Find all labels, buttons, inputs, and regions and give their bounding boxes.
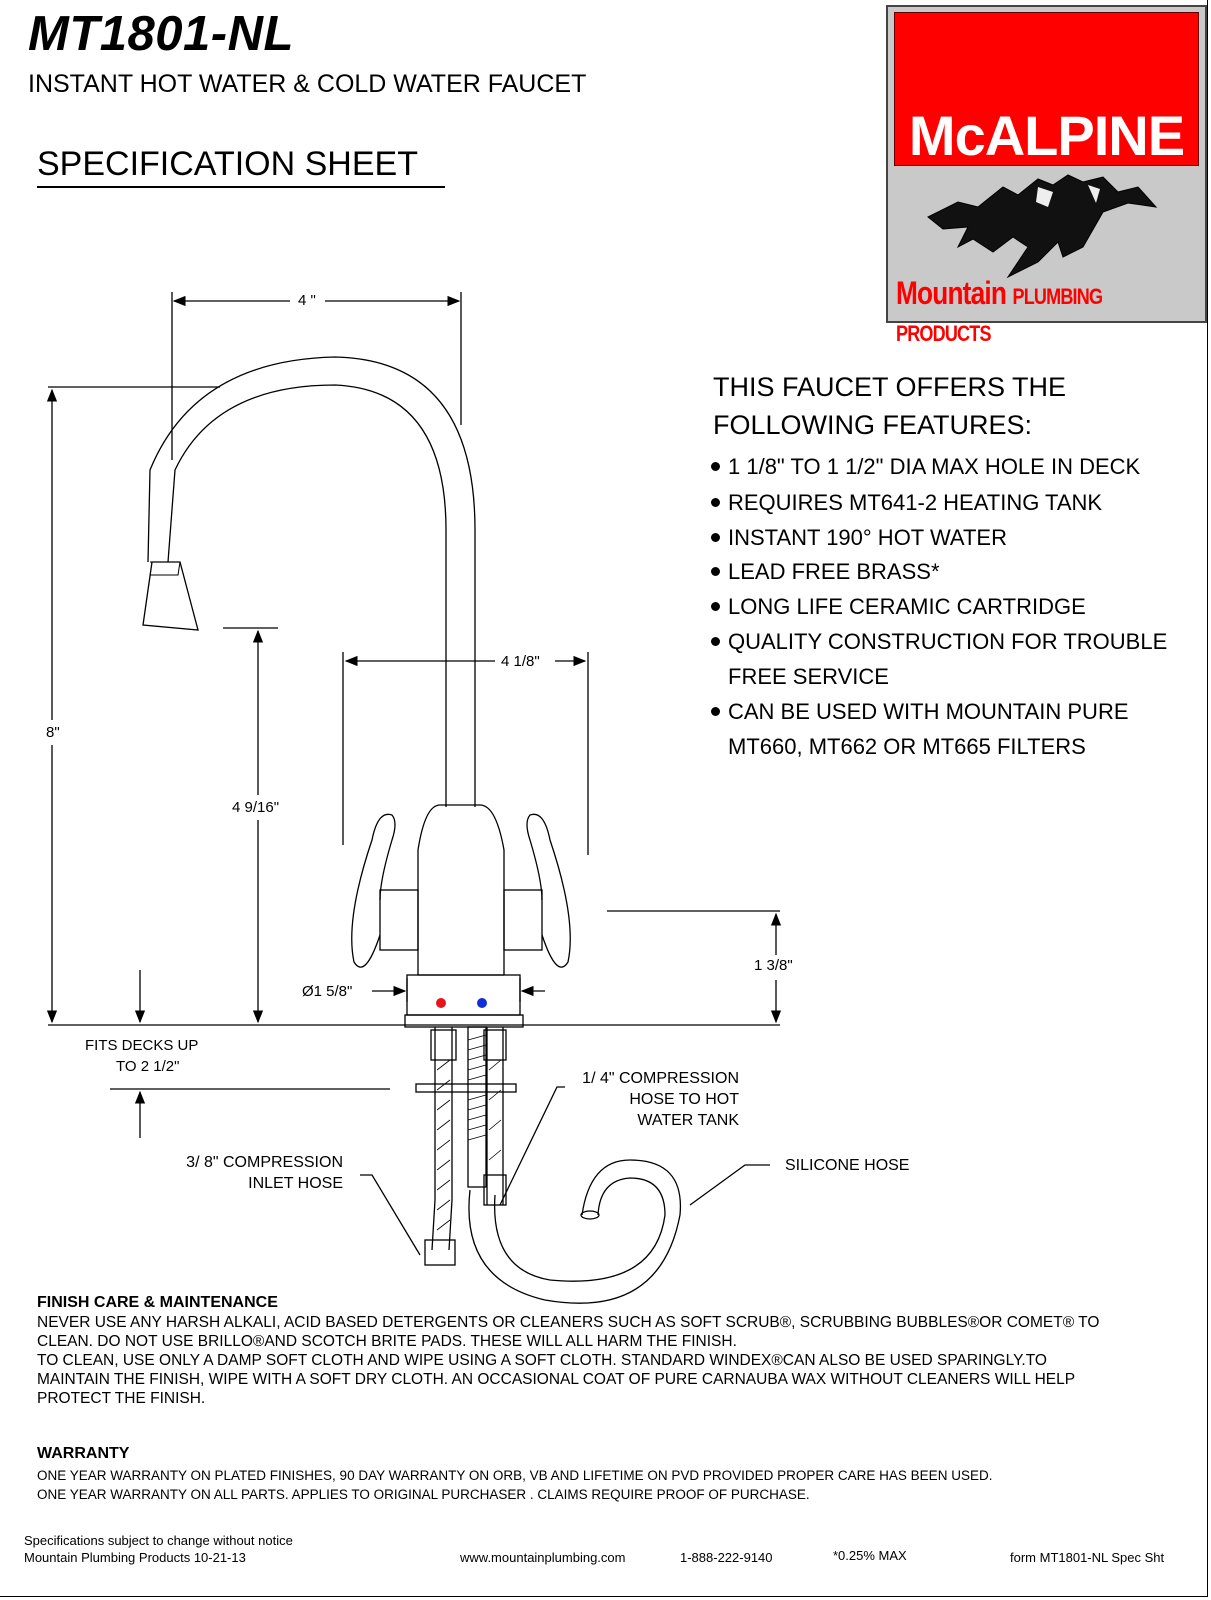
dim-deck-line1: FITS DECKS UP	[85, 1037, 199, 1054]
finish-care-text: NEVER USE ANY HARSH ALKALI, ACID BASED D…	[37, 1313, 1099, 1408]
feature-item: REQUIRES MT641-2 HEATING TANK	[711, 490, 1102, 516]
logo-tagline: Mountain PLUMBING PRODUCTS	[896, 275, 1149, 349]
feature-item-continued: MT660, MT662 OR MT665 FILTERS	[728, 734, 1086, 759]
bullet-icon	[711, 706, 720, 716]
features-title: THIS FAUCET OFFERS THE FOLLOWING FEATURE…	[713, 372, 1067, 440]
callout-text: INLET HOSE	[248, 1175, 343, 1192]
bullet-icon	[711, 601, 720, 611]
dim-spout-height: 4 9/16"	[232, 799, 280, 816]
feature-text: QUALITY CONSTRUCTION FOR TROUBLE	[728, 629, 1168, 654]
feature-item-continued: FREE SERVICE	[728, 664, 889, 689]
feature-item: 1 1/8" TO 1 1/2" DIA MAX HOLE IN DECK	[711, 454, 1140, 480]
finish-care-line: MAINTAIN THE FINISH, WIPE WITH A SOFT DR…	[37, 1371, 1076, 1388]
dim-handle-span: 4 1/8"	[501, 653, 540, 670]
footer-form: form MT1801-NL Spec Sht	[1010, 1550, 1165, 1565]
finish-care-heading: FINISH CARE & MAINTENANCE	[37, 1294, 278, 1311]
finish-care-line: CLEAN. DO NOT USE BRILLO®AND SCOTCH BRIT…	[37, 1333, 737, 1350]
callout-inlet-hose: 3/ 8" COMPRESSION INLET HOSE	[170, 1152, 343, 1194]
finish-care-line: PROTECT THE FINISH.	[37, 1390, 206, 1407]
feature-item: LEAD FREE BRASS*	[711, 559, 940, 585]
callout-text: 1/ 4" COMPRESSION	[582, 1070, 739, 1087]
feature-text: LONG LIFE CERAMIC CARTRIDGE	[728, 594, 1086, 619]
hot-indicator-icon	[436, 998, 446, 1008]
callout-text: HOSE TO HOT	[629, 1091, 739, 1108]
footer-lead-note: *0.25% MAX	[833, 1548, 907, 1563]
finish-care-line: TO CLEAN, USE ONLY A DAMP SOFT CLOTH AND…	[37, 1352, 1047, 1369]
feature-text: LEAD FREE BRASS*	[728, 559, 940, 584]
mcalpine-logo: McALPINE Mountain PLUMBING PRODUCTS	[886, 5, 1207, 346]
callout-hot-hose: 1/ 4" COMPRESSION HOSE TO HOT WATER TANK	[574, 1068, 739, 1131]
bullet-icon	[711, 497, 720, 507]
product-subtitle: INSTANT HOT WATER & COLD WATER FAUCET	[28, 70, 587, 98]
logo-brand-name: McALPINE	[908, 104, 1185, 167]
feature-item: QUALITY CONSTRUCTION FOR TROUBLE	[711, 629, 1167, 655]
warranty-text: ONE YEAR WARRANTY ON PLATED FINISHES, 90…	[37, 1466, 992, 1504]
dim-spout-reach: 4 "	[298, 292, 316, 309]
callout-text: WATER TANK	[637, 1112, 739, 1129]
sheet-title: SPECIFICATION SHEET	[37, 145, 445, 188]
dim-base-diameter: Ø1 5/8"	[302, 983, 353, 1000]
feature-text: INSTANT 190° HOT WATER	[728, 525, 1007, 550]
footer-notice: Specifications subject to change without…	[24, 1533, 293, 1548]
bullet-icon	[711, 532, 720, 542]
finish-care-line: NEVER USE ANY HARSH ALKALI, ACID BASED D…	[37, 1314, 1100, 1331]
feature-item: CAN BE USED WITH MOUNTAIN PURE	[711, 699, 1129, 725]
warranty-line: ONE YEAR WARRANTY ON PLATED FINISHES, 90…	[37, 1468, 993, 1483]
feature-item: LONG LIFE CERAMIC CARTRIDGE	[711, 594, 1086, 620]
dim-total-height: 8"	[46, 724, 60, 741]
feature-text: CAN BE USED WITH MOUNTAIN PURE	[728, 699, 1129, 724]
feature-item: INSTANT 190° HOT WATER	[711, 525, 1007, 551]
logo-tagline-main: Mountain	[896, 275, 1007, 311]
logo-red-panel: McALPINE	[894, 12, 1199, 167]
bullet-icon	[711, 636, 720, 646]
dim-base-height: 1 3/8"	[754, 957, 793, 974]
bullet-icon	[711, 566, 720, 576]
mountain-icon	[927, 174, 1158, 279]
footer-phone: 1-888-222-9140	[680, 1550, 773, 1565]
feature-text: REQUIRES MT641-2 HEATING TANK	[728, 490, 1103, 515]
logo-tagline-rest: PLUMBING PRODUCTS	[896, 284, 1103, 346]
warranty-heading: WARRANTY	[37, 1445, 130, 1462]
footer-website[interactable]: www.mountainplumbing.com	[460, 1550, 626, 1565]
footer-company-date: Mountain Plumbing Products 10-21-13	[24, 1550, 246, 1565]
warranty-line: ONE YEAR WARRANTY ON ALL PARTS. APPLIES …	[37, 1487, 810, 1502]
feature-text: 1 1/8" TO 1 1/2" DIA MAX HOLE IN DECK	[728, 454, 1141, 479]
model-number: MT1801-NL	[28, 7, 294, 61]
dim-deck-line2: TO 2 1/2"	[116, 1058, 180, 1075]
cold-indicator-icon	[477, 998, 487, 1008]
callout-text: 3/ 8" COMPRESSION	[186, 1154, 343, 1171]
bullet-icon	[711, 461, 720, 471]
callout-silicone-hose: SILICONE HOSE	[785, 1157, 910, 1174]
